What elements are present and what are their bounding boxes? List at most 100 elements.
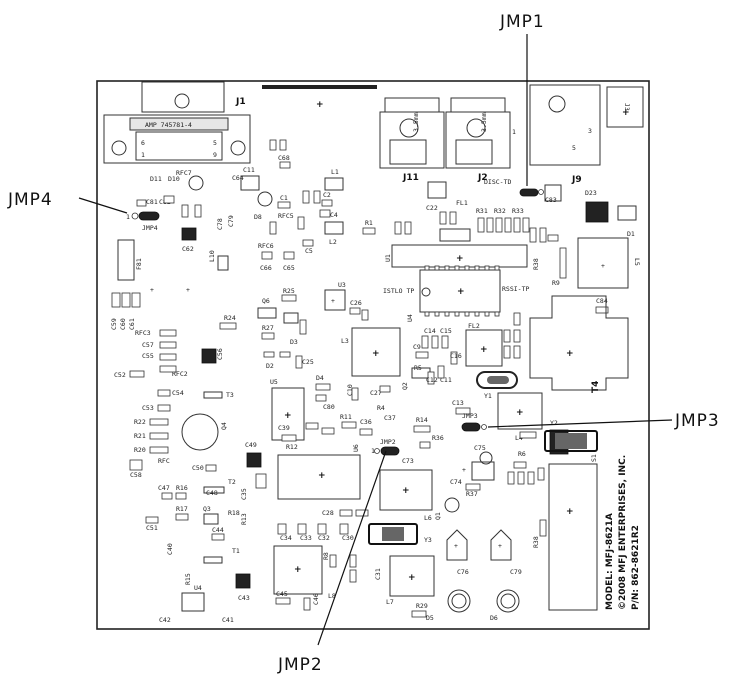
svg-text:C41: C41 — [222, 616, 234, 624]
svg-text:+: + — [622, 108, 630, 118]
svg-text:RFC6: RFC6 — [258, 242, 274, 250]
svg-text:R31: R31 — [476, 207, 488, 215]
svg-text:Q6: Q6 — [262, 297, 270, 305]
svg-text:C66: C66 — [260, 264, 272, 272]
svg-text:JMP4: JMP4 — [142, 224, 158, 232]
svg-text:C36: C36 — [360, 418, 372, 426]
svg-text:R4: R4 — [377, 404, 385, 412]
svg-text:Q4: Q4 — [220, 422, 228, 430]
svg-text:C33: C33 — [300, 534, 312, 542]
svg-text:C64: C64 — [232, 174, 244, 182]
svg-text:L6: L6 — [424, 514, 432, 522]
svg-text:U3: U3 — [338, 281, 346, 289]
svg-text:C57: C57 — [142, 341, 154, 349]
svg-text:Q2: Q2 — [401, 382, 409, 390]
svg-text:T1: T1 — [232, 547, 240, 555]
svg-text:C39: C39 — [278, 424, 290, 432]
board-model-text: MODEL: MFJ-8621A — [605, 513, 615, 610]
connector-j2: 3.5mm J2 — [445, 97, 511, 183]
svg-text:C14: C14 — [424, 327, 436, 335]
svg-text:C46: C46 — [312, 593, 320, 605]
svg-text:T4: T4 — [591, 381, 601, 393]
svg-text:C2: C2 — [323, 191, 331, 199]
svg-text:R25: R25 — [283, 287, 295, 295]
board-copyright-text: ©2008 MFJ ENTERPRISES, INC. — [618, 455, 628, 610]
svg-text:C15: C15 — [440, 327, 452, 335]
svg-text:L8: L8 — [328, 592, 336, 600]
svg-text:R6: R6 — [518, 450, 526, 458]
jmp3-leader-line — [487, 419, 673, 428]
svg-text:R20: R20 — [134, 446, 146, 454]
svg-text:+: + — [566, 507, 574, 517]
svg-text:C25: C25 — [302, 358, 314, 366]
svg-text:D3: D3 — [290, 338, 298, 346]
svg-text:C56: C56 — [216, 348, 224, 360]
svg-text:L5: L5 — [633, 258, 641, 266]
svg-text:C68: C68 — [278, 154, 290, 162]
svg-text:C31: C31 — [374, 568, 382, 580]
svg-text:D8: D8 — [254, 213, 262, 221]
svg-text:C51: C51 — [146, 524, 158, 532]
svg-text:R17: R17 — [176, 505, 188, 513]
svg-text:C58: C58 — [130, 471, 142, 479]
j9-header — [544, 184, 562, 202]
svg-text:C83: C83 — [545, 196, 557, 204]
svg-text:R14: R14 — [416, 416, 428, 424]
svg-text:T2: T2 — [228, 478, 236, 486]
j9-label: J9 — [571, 175, 582, 185]
j1-pin-5: 5 — [213, 139, 217, 147]
j3-label: J3 — [623, 103, 631, 111]
svg-text:C12: C12 — [426, 376, 438, 384]
svg-text:L4: L4 — [515, 434, 523, 442]
svg-text:R1: R1 — [365, 219, 373, 227]
svg-text:+: + — [186, 286, 190, 294]
svg-text:D6: D6 — [490, 614, 498, 622]
svg-text:+: + — [601, 262, 605, 270]
components-left-column: C59 C60 C61 RFC3 C57 C55 C56 RFC2 C52 C5… — [110, 292, 262, 624]
svg-text:C11: C11 — [440, 376, 452, 384]
svg-text:Y1: Y1 — [484, 392, 492, 400]
svg-text:D1: D1 — [627, 230, 635, 238]
svg-text:R27: R27 — [262, 324, 274, 332]
jmp2-callout-label: JMP2 — [277, 655, 323, 675]
jmp4-jumper: 1 JMP4 — [126, 211, 160, 232]
chip-u1: U1 + + RSSI-TP ISTLO TP U4 — [383, 244, 529, 322]
svg-text:R12: R12 — [286, 443, 298, 451]
j1-pin-6: 6 — [141, 139, 145, 147]
connector-j11: 3.5mm J11 — [379, 97, 445, 183]
svg-text:C45: C45 — [276, 590, 288, 598]
svg-text:+: + — [480, 345, 488, 355]
svg-text:+: + — [318, 471, 326, 481]
transformer-t4: + T4 — [529, 295, 629, 393]
callout-leaders — [78, 34, 673, 646]
jmp4-leader-line — [78, 197, 128, 214]
svg-text:1: 1 — [126, 213, 130, 221]
svg-text:C42: C42 — [159, 616, 171, 624]
svg-text:R13: R13 — [240, 513, 248, 525]
jmp4-callout-label: JMP4 — [7, 190, 53, 210]
svg-text:+: + — [454, 542, 458, 550]
svg-text:U4: U4 — [194, 584, 202, 592]
svg-text:+: + — [294, 565, 302, 575]
svg-text:C9: C9 — [413, 343, 421, 351]
svg-text:C37: C37 — [384, 414, 396, 422]
svg-text:U1: U1 — [384, 254, 392, 262]
svg-text:C49: C49 — [245, 441, 257, 449]
svg-text:R21: R21 — [134, 432, 146, 440]
istl-tp-label: ISTLO TP — [383, 287, 414, 295]
svg-text:C65: C65 — [283, 264, 295, 272]
svg-text:C59: C59 — [110, 318, 118, 330]
svg-text:R36: R36 — [432, 434, 444, 442]
svg-text:C35: C35 — [240, 488, 248, 500]
svg-text:+: + — [516, 408, 524, 418]
svg-text:C78: C78 — [216, 218, 224, 230]
svg-text:C43: C43 — [238, 594, 250, 602]
svg-text:D2: D2 — [266, 362, 274, 370]
svg-text:C48: C48 — [206, 489, 218, 497]
svg-text:+: + — [372, 349, 380, 359]
svg-text:R24: R24 — [224, 314, 236, 322]
svg-text:RFC7: RFC7 — [176, 169, 192, 177]
svg-text:+: + — [331, 297, 335, 305]
